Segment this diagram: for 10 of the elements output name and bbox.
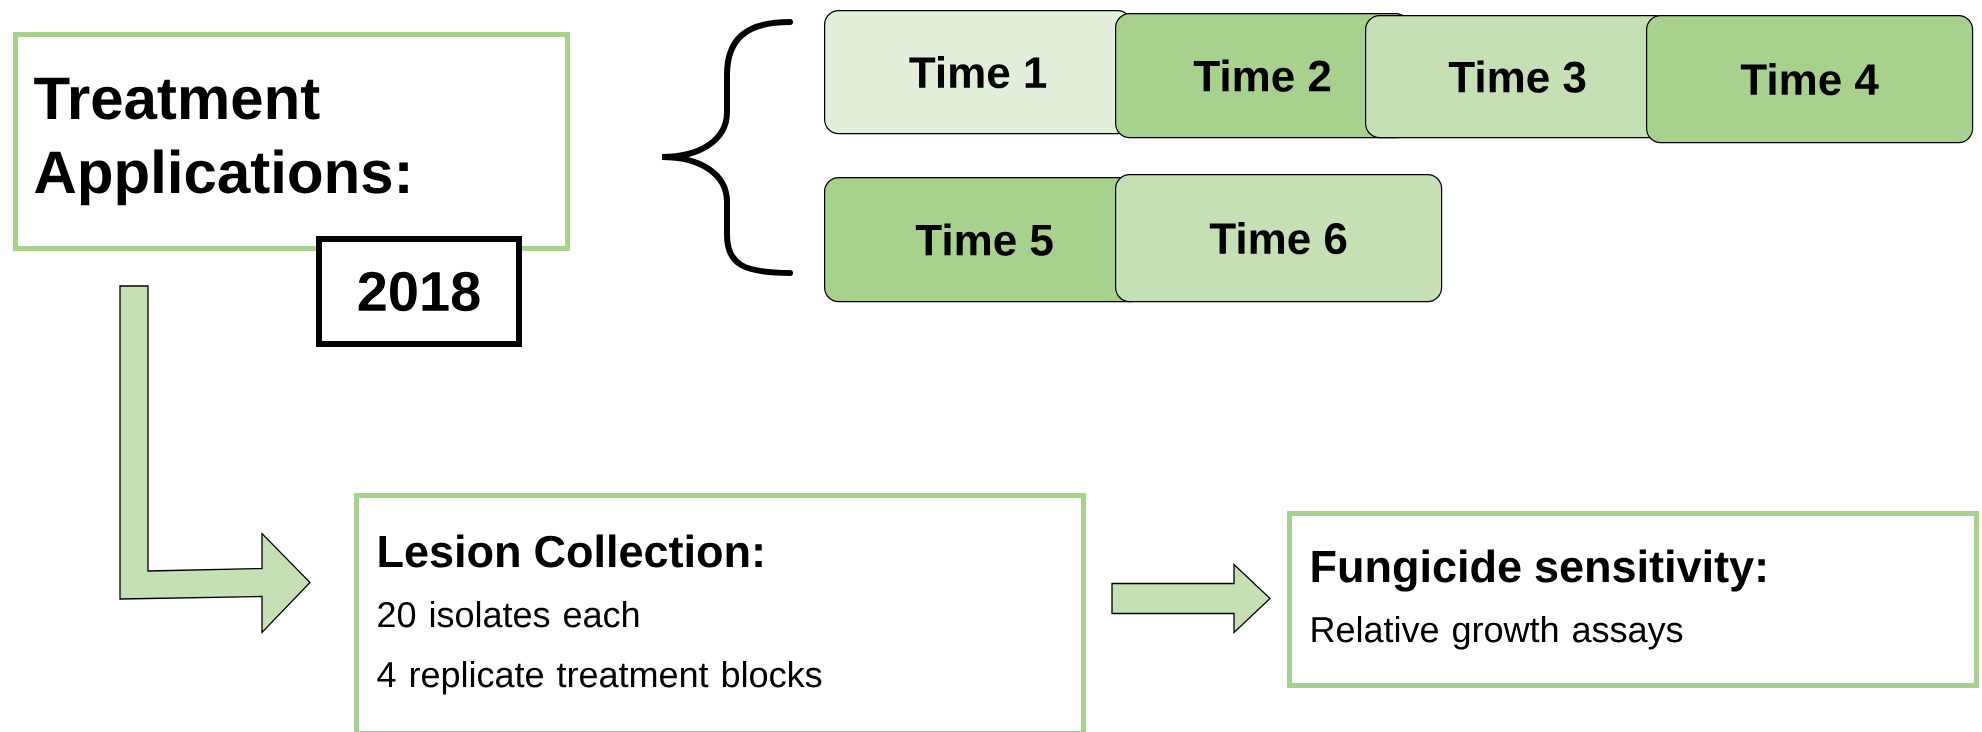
block-arrow: [1111, 563, 1271, 634]
time-box: Time 3: [1365, 15, 1671, 139]
year-box: 2018: [316, 236, 522, 347]
process-box: Fungicide sensitivity: Relative growth assays: [1287, 511, 1979, 688]
process-box: Lesion Collection: 20 isolates each 4 replicate treatment blocks: [354, 493, 1086, 732]
time-box: Time 1: [824, 10, 1133, 135]
time-box: Time 5: [824, 177, 1146, 303]
time-box: Time 6: [1115, 174, 1443, 303]
block-arrow: [119, 285, 311, 635]
time-box: Time 4: [1646, 15, 1974, 144]
